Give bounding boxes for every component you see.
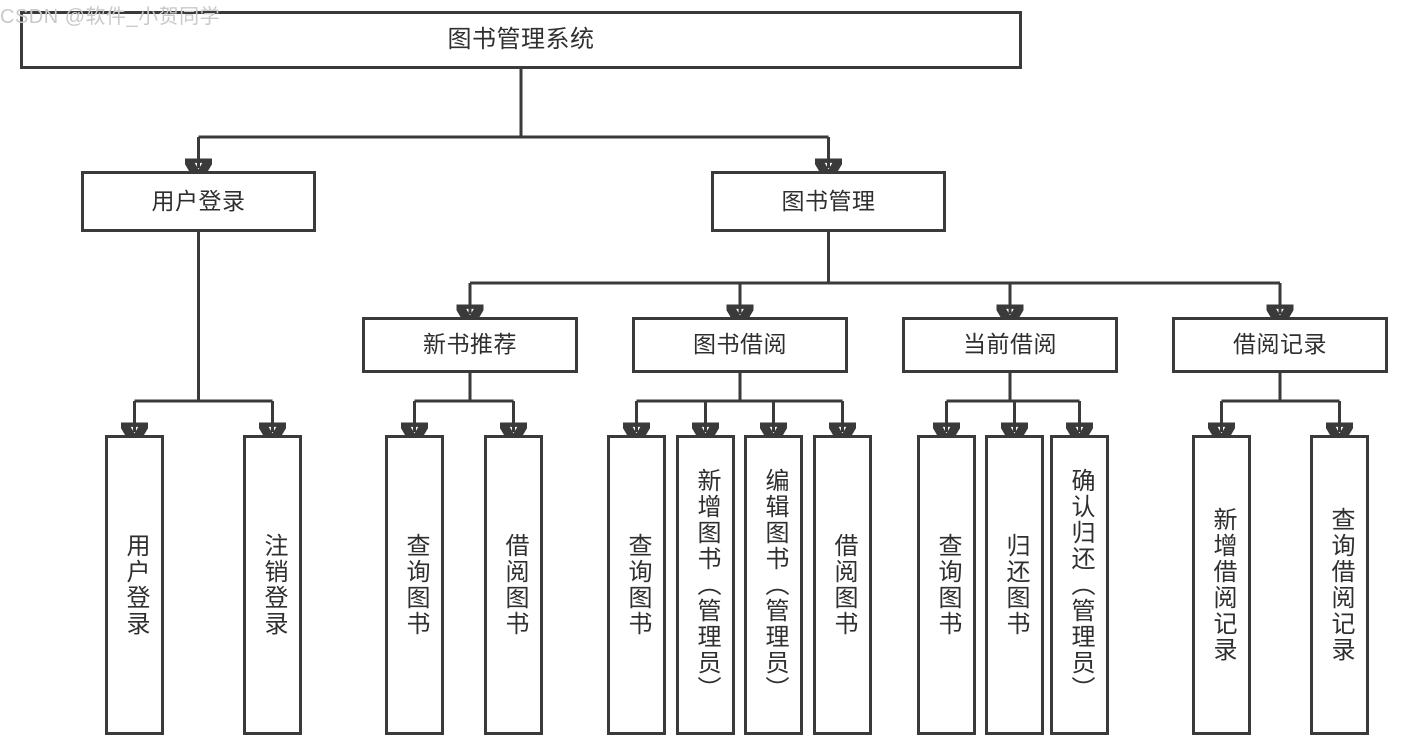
node-root[interactable]: 图书管理系统: [20, 11, 1022, 69]
node-leaf-login-2[interactable]: 注销登录: [243, 435, 302, 735]
node-label: 图书借阅: [693, 331, 787, 358]
node-leaf-rec-1[interactable]: 新增借阅记录: [1192, 435, 1251, 735]
node-label: 新书推荐: [423, 331, 517, 358]
node-label: 新增图书（管理员）: [692, 468, 720, 702]
node-label: 注销登录: [259, 533, 287, 637]
node-label: 归还图书: [1001, 533, 1029, 637]
node-newbook[interactable]: 新书推荐: [362, 317, 578, 373]
node-label: 确认归还（管理员）: [1066, 468, 1094, 702]
node-label: 用户登录: [151, 187, 246, 214]
node-label: 查询图书: [933, 533, 961, 637]
node-leaf-new-1[interactable]: 查询图书: [385, 435, 444, 735]
watermark: CSDN @软件_小贺同学: [0, 6, 221, 28]
node-leaf-cur-3[interactable]: 确认归还（管理员）: [1050, 435, 1109, 735]
node-leaf-rec-2[interactable]: 查询借阅记录: [1310, 435, 1369, 735]
node-label: 编辑图书（管理员）: [760, 468, 788, 702]
node-label: 借阅图书: [829, 533, 857, 637]
node-label: 图书管理系统: [447, 25, 595, 53]
node-leaf-cur-1[interactable]: 查询图书: [917, 435, 976, 735]
node-leaf-borrow-1[interactable]: 查询图书: [607, 435, 666, 735]
node-label: 新增借阅记录: [1208, 507, 1236, 663]
node-leaf-cur-2[interactable]: 归还图书: [985, 435, 1044, 735]
node-label: 查询图书: [623, 533, 651, 637]
node-records[interactable]: 借阅记录: [1172, 317, 1388, 373]
node-label: 借阅图书: [500, 533, 528, 637]
node-leaf-borrow-4[interactable]: 借阅图书: [813, 435, 872, 735]
node-bookmgmt[interactable]: 图书管理: [711, 171, 946, 232]
node-leaf-borrow-3[interactable]: 编辑图书（管理员）: [744, 435, 803, 735]
node-label: 图书管理: [781, 187, 876, 214]
edge-group: [135, 69, 1340, 432]
node-label: 用户登录: [121, 533, 149, 637]
node-borrow[interactable]: 图书借阅: [632, 317, 848, 373]
node-login[interactable]: 用户登录: [81, 171, 316, 232]
node-leaf-new-2[interactable]: 借阅图书: [484, 435, 543, 735]
node-leaf-login-1[interactable]: 用户登录: [105, 435, 164, 735]
node-current[interactable]: 当前借阅: [902, 317, 1118, 373]
node-label: 查询借阅记录: [1326, 507, 1354, 663]
node-label: 当前借阅: [963, 331, 1057, 358]
node-leaf-borrow-2[interactable]: 新增图书（管理员）: [676, 435, 735, 735]
node-label: 借阅记录: [1233, 331, 1327, 358]
node-label: 查询图书: [401, 533, 429, 637]
